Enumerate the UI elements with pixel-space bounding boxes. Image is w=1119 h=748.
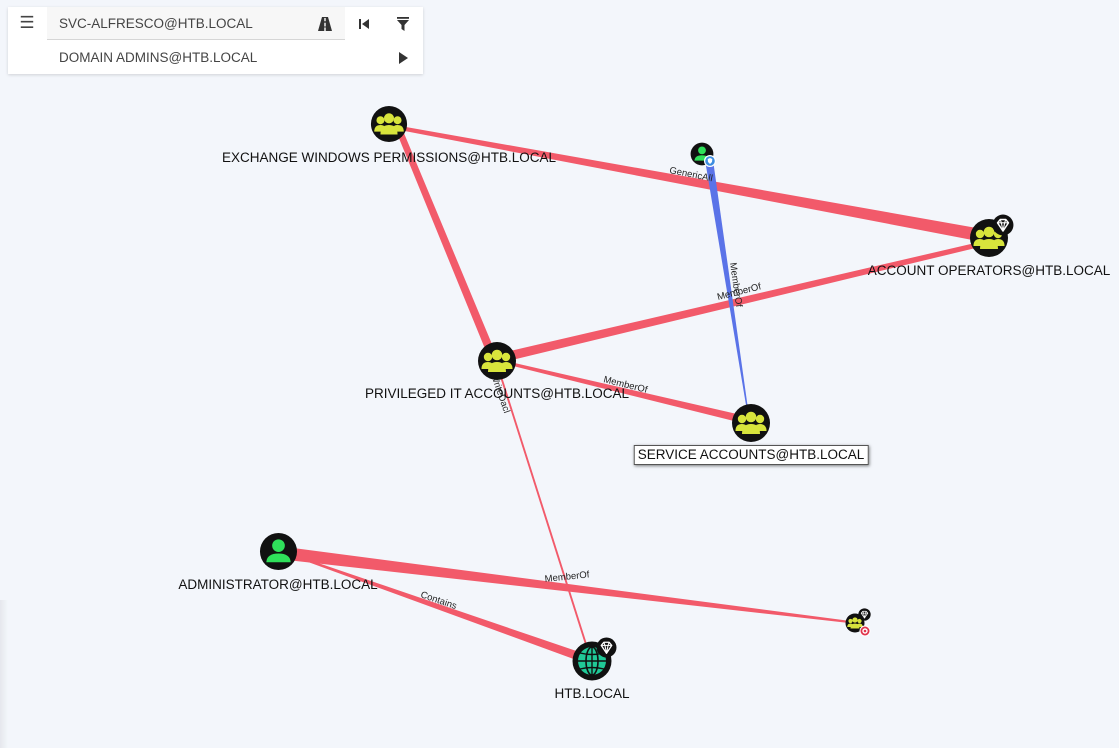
node-label-service-accounts: SERVICE ACCOUNTS@HTB.LOCAL bbox=[633, 445, 869, 465]
owned-badge-icon bbox=[704, 155, 716, 167]
high-value-gem-icon bbox=[992, 214, 1014, 236]
user-node-administrator[interactable] bbox=[259, 532, 298, 571]
start-node-row: ☰ SVC-ALFRESCO@HTB.LOCAL bbox=[8, 7, 423, 40]
play-icon[interactable] bbox=[391, 46, 415, 70]
road-icon[interactable] bbox=[313, 12, 337, 36]
node-label-administrator: ADMINISTRATOR@HTB.LOCAL bbox=[178, 577, 378, 592]
target-icon bbox=[859, 625, 871, 637]
edge-admin-to-gpo[interactable] bbox=[278, 546, 858, 624]
edge-exchange-to-acctops[interactable] bbox=[389, 124, 988, 243]
start-node-search-input[interactable]: SVC-ALFRESCO@HTB.LOCAL bbox=[47, 7, 345, 40]
edge-label-memberof-admin: MemberOf bbox=[544, 569, 590, 585]
node-label-exchange-windows-permissions: EXCHANGE WINDOWS PERMISSIONS@HTB.LOCAL bbox=[222, 150, 556, 165]
node-label-privileged-it-accounts: PRIVILEGED IT ACCOUNTS@HTB.LOCAL bbox=[364, 386, 630, 401]
group-node-privileged-it-accounts[interactable] bbox=[478, 342, 516, 380]
target-node-row: DOMAIN ADMINS@HTB.LOCAL bbox=[8, 41, 423, 74]
edge-svc-to-service[interactable] bbox=[705, 160, 750, 423]
edge-exchange-to-privit[interactable] bbox=[394, 126, 499, 361]
group-node-service-accounts[interactable] bbox=[732, 404, 770, 442]
edge-privit-to-service[interactable] bbox=[497, 359, 750, 425]
group-node-exchange-windows-permissions[interactable] bbox=[370, 105, 408, 143]
edge-privit-to-acctops[interactable] bbox=[510, 240, 988, 360]
node-label-htb-local: HTB.LOCAL bbox=[554, 686, 630, 701]
target-node-search-input[interactable]: DOMAIN ADMINS@HTB.LOCAL bbox=[59, 50, 258, 65]
filter-icon[interactable] bbox=[391, 12, 415, 36]
high-value-gem-icon bbox=[596, 637, 617, 658]
skip-back-icon[interactable] bbox=[352, 12, 376, 36]
high-value-gem-icon bbox=[858, 608, 871, 621]
pathfinding-search-panel: ☰ SVC-ALFRESCO@HTB.LOCAL DOMAIN A bbox=[8, 7, 423, 74]
left-edge-shadow bbox=[0, 600, 8, 748]
node-label-account-operators: ACCOUNT OPERATORS@HTB.LOCAL bbox=[867, 263, 1111, 278]
hamburger-menu-icon[interactable]: ☰ bbox=[19, 13, 35, 32]
edge-admin-to-htb[interactable] bbox=[278, 550, 594, 665]
